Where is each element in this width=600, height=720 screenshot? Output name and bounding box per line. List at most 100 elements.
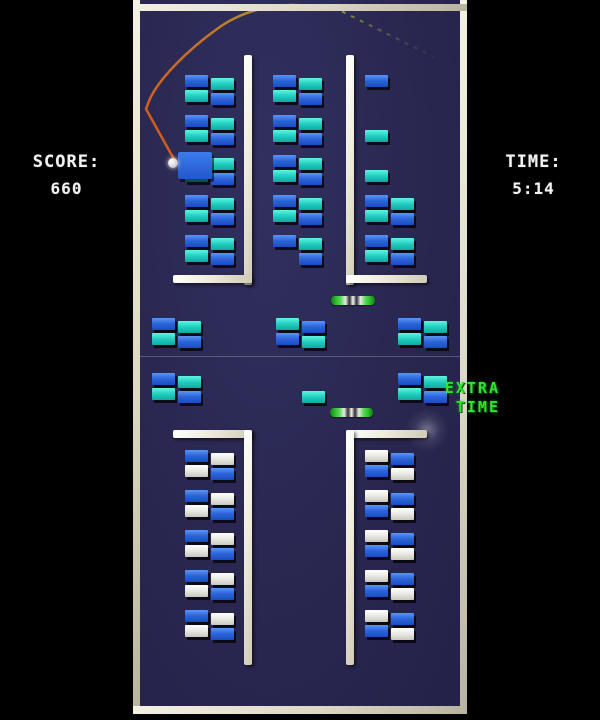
frame-top [133,4,467,11]
brick-mid-left-lower [152,388,175,400]
brick-bottom-left [211,588,234,600]
score-label: SCORE: [32,152,101,172]
bottom-left-wall [244,430,252,665]
brick-bottom-right [365,450,388,462]
top-right-wall [346,275,427,283]
ball-trail [144,3,435,162]
score-display: SCORE: 660 [0,152,133,198]
bottom-right-wall [346,430,427,438]
brick-bottom-left [211,548,234,560]
brick-mid-right-lower [424,376,447,388]
brick-mid-right-upper [424,336,447,348]
brick-bottom-left [185,490,208,502]
brick-bottom-right [391,508,414,520]
brick-bottom-left [185,610,208,622]
brick-mid-right-upper [398,318,421,330]
brick-top-left [185,115,208,127]
brick-bottom-right [391,533,414,545]
brick-bottom-right [391,628,414,640]
brick-mid-center-lower [302,391,325,403]
brick-bottom-right [365,610,388,622]
brick-bottom-right [391,468,414,480]
brick-top-left [211,78,234,90]
brick-bottom-right [391,493,414,505]
brick-bottom-right [365,490,388,502]
brick-bottom-left [185,545,208,557]
brick-mid-left-upper [178,321,201,333]
brick-top-left [211,158,234,170]
bottom-left-wall [173,430,252,438]
brick-bottom-left [211,613,234,625]
brick-bottom-right [365,530,388,542]
brick-top-middle [273,170,296,182]
brick-top-left [185,130,208,142]
brick-mid-left-upper [178,336,201,348]
brick-bottom-left [185,505,208,517]
brick-top-left [211,133,234,145]
brick-mid-center-upper [302,321,325,333]
brick-top-left [185,235,208,247]
brick-top-middle [299,173,322,185]
brick-top-left [211,213,234,225]
brick-bottom-left [211,453,234,465]
brick-bottom-right [391,588,414,600]
powerup-capsule [331,296,375,305]
brick-bottom-right [365,545,388,557]
brick-top-right [365,130,388,142]
brick-top-left [211,253,234,265]
brick-mid-center-upper [276,333,299,345]
brick-bottom-left [211,573,234,585]
brick-bottom-right [365,585,388,597]
brick-top-middle [299,93,322,105]
brick-top-middle [273,130,296,142]
brick-top-middle [273,75,296,87]
brick-top-middle [273,155,296,167]
brick-top-left [211,93,234,105]
big-brick [178,152,212,179]
brick-bottom-left [185,465,208,477]
brick-top-middle [273,90,296,102]
playfield[interactable] [133,0,467,720]
score-value: 660 [50,179,83,198]
brick-top-left [211,173,234,185]
extra-time-bonus-text: EXTRA TIME [403,379,500,417]
brick-mid-left-lower [152,373,175,385]
bottom-right-wall [346,430,354,665]
brick-top-left [185,90,208,102]
brick-top-left [211,118,234,130]
brick-bottom-right [391,613,414,625]
top-right-wall [346,55,354,285]
powerup-capsule [330,408,373,417]
brick-bottom-left [211,468,234,480]
brick-bottom-left [185,625,208,637]
brick-bottom-left [211,628,234,640]
brick-top-right [391,238,414,250]
brick-top-middle [273,115,296,127]
brick-top-right [365,210,388,222]
brick-mid-right-lower [424,391,447,403]
brick-top-left [185,75,208,87]
brick-top-middle [299,133,322,145]
brick-mid-right-upper [424,321,447,333]
brick-bottom-right [365,570,388,582]
brick-top-middle [299,158,322,170]
brick-top-middle [299,238,322,250]
time-display: TIME: 5:14 [467,152,600,198]
brick-bottom-right [391,453,414,465]
brick-top-left [211,198,234,210]
frame-left [133,0,140,714]
brick-top-left [185,250,208,262]
brick-top-left [185,195,208,207]
brick-top-right [365,250,388,262]
brick-mid-left-upper [152,318,175,330]
time-value: 5:14 [512,179,555,198]
brick-bottom-left [185,585,208,597]
brick-bottom-left [211,508,234,520]
field-divider [140,356,460,357]
ball [168,158,178,168]
brick-mid-left-upper [152,333,175,345]
brick-bottom-left [185,570,208,582]
brick-bottom-right [365,465,388,477]
brick-bottom-left [185,450,208,462]
brick-top-left [185,210,208,222]
